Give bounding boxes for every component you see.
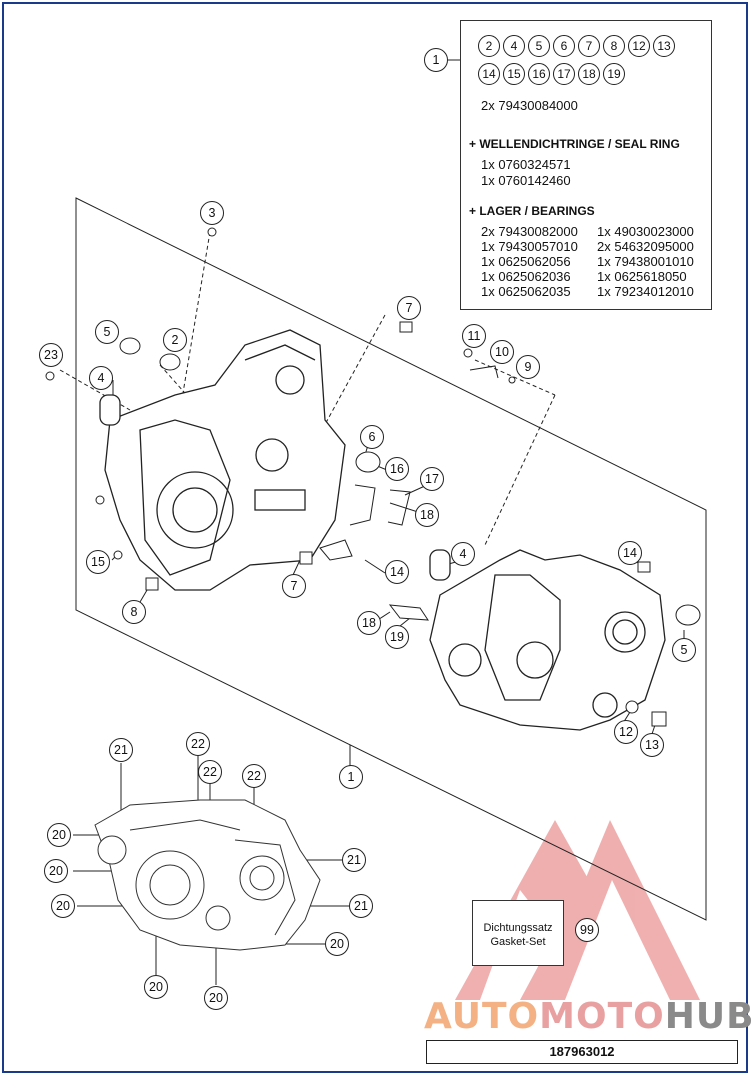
- callout-3: 3: [200, 201, 224, 225]
- seal-line: 1x 0760324571: [481, 157, 571, 172]
- assembly-boundary: [75, 197, 707, 921]
- seal-line: 1x 0760142460: [481, 173, 571, 188]
- bearing-line: 1x 0625618050: [597, 269, 687, 284]
- callout-1-top: 1: [424, 48, 448, 72]
- part-circle: 14: [478, 63, 500, 85]
- part-circle: 8: [603, 35, 625, 57]
- seal-heading: + WELLENDICHTRINGE / SEAL RING: [469, 137, 680, 151]
- gasket-set-box: Dichtungssatz Gasket-Set: [472, 900, 564, 966]
- callout-14: 14: [385, 560, 409, 584]
- callout-20-d: 20: [325, 932, 349, 956]
- callout-20-f: 20: [204, 986, 228, 1010]
- part-circle: 4: [503, 35, 525, 57]
- part-circle: 12: [628, 35, 650, 57]
- callout-8: 8: [122, 600, 146, 624]
- callout-20-b: 20: [44, 859, 68, 883]
- bearing-line: 2x 79430082000: [481, 224, 578, 239]
- callout-22-a: 22: [186, 732, 210, 756]
- callout-2: 2: [163, 328, 187, 352]
- callout-15: 15: [86, 550, 110, 574]
- callout-20-c: 20: [51, 894, 75, 918]
- part-circle: 17: [553, 63, 575, 85]
- callout-18-right: 18: [357, 611, 381, 635]
- qty-line: 2x 79430084000: [481, 98, 578, 113]
- callout-9: 9: [516, 355, 540, 379]
- callout-21-mid: 21: [342, 848, 366, 872]
- callout-1-mid: 1: [339, 765, 363, 789]
- part-circle: 16: [528, 63, 550, 85]
- callout-6: 6: [360, 425, 384, 449]
- bearing-line: 1x 79234012010: [597, 284, 694, 299]
- callout-11: 11: [462, 324, 486, 348]
- callout-22-c: 22: [242, 764, 266, 788]
- callout-17: 17: [420, 467, 444, 491]
- callout-20-e: 20: [144, 975, 168, 999]
- part-circle: 13: [653, 35, 675, 57]
- callout-21-top: 21: [109, 738, 133, 762]
- bearing-list-col2: 1x 49030023000 2x 54632095000 1x 7943800…: [597, 224, 694, 299]
- bearing-line: 1x 79430057010: [481, 239, 578, 254]
- small-parts: [45, 227, 701, 727]
- callout-20-a: 20: [47, 823, 71, 847]
- callout-99: 99: [575, 918, 599, 942]
- part-circle: 5: [528, 35, 550, 57]
- watermark-text: AUTOMOTOHUB: [424, 996, 752, 1037]
- crankcase-overview: [94, 799, 321, 951]
- left-crankcase-half: [99, 329, 346, 591]
- part-circle: 15: [503, 63, 525, 85]
- callout-4-right: 4: [451, 542, 475, 566]
- callout-19: 19: [385, 625, 409, 649]
- bearing-line: 2x 54632095000: [597, 239, 694, 254]
- bearing-line: 1x 0625062036: [481, 269, 571, 284]
- bearing-line: 1x 0625062035: [481, 284, 571, 299]
- callout-21-low: 21: [349, 894, 373, 918]
- part-circle: 6: [553, 35, 575, 57]
- callout-16: 16: [385, 457, 409, 481]
- callout-14-right: 14: [618, 541, 642, 565]
- callout-10: 10: [490, 340, 514, 364]
- gasket-label-en: Gasket-Set: [490, 936, 546, 948]
- bearing-list-col1: 2x 79430082000 1x 79430057010 1x 0625062…: [481, 224, 578, 299]
- callout-7-lower: 7: [282, 574, 306, 598]
- callout-22-b: 22: [198, 760, 222, 784]
- callout-5: 5: [95, 320, 119, 344]
- part-circle: 18: [578, 63, 600, 85]
- part-circle: 7: [578, 35, 600, 57]
- document-number: 187963012: [426, 1040, 738, 1064]
- gasket-label-de: Dichtungssatz: [483, 922, 553, 934]
- callout-5-right: 5: [672, 638, 696, 662]
- bearing-line: 1x 49030023000: [597, 224, 694, 239]
- part-circle: 19: [603, 63, 625, 85]
- bearing-line: 1x 79438001010: [597, 254, 694, 269]
- right-crankcase-half: [429, 549, 666, 731]
- part-circle: 2: [478, 35, 500, 57]
- callout-4: 4: [89, 366, 113, 390]
- callout-12: 12: [614, 720, 638, 744]
- bearing-heading: + LAGER / BEARINGS: [469, 204, 595, 218]
- seal-list: 1x 0760324571 1x 0760142460: [481, 157, 571, 189]
- callout-23: 23: [39, 343, 63, 367]
- bearing-line: 1x 0625062056: [481, 254, 571, 269]
- callout-13: 13: [640, 733, 664, 757]
- callout-7: 7: [397, 296, 421, 320]
- callout-18: 18: [415, 503, 439, 527]
